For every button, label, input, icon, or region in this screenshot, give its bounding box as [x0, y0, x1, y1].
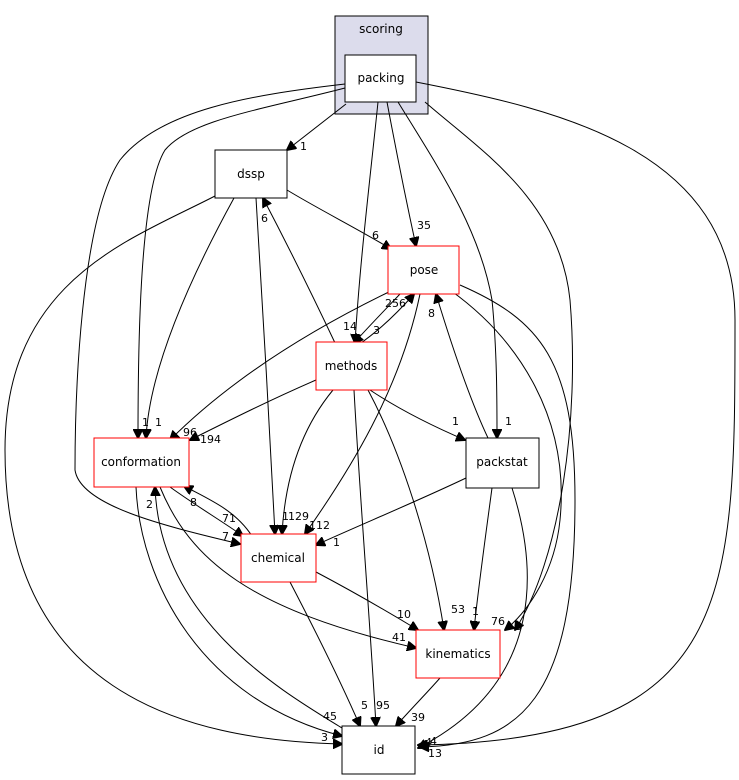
cluster-label: scoring [359, 22, 403, 36]
edge-packing-conformation[interactable] [138, 87, 346, 438]
node-packstat[interactable]: packstat [465, 437, 540, 489]
node-pose[interactable]: pose [387, 245, 460, 295]
label-conformation-kinematics: 41 [392, 631, 406, 644]
edge-chemical-id[interactable] [289, 581, 360, 726]
node-label-id: id [374, 743, 385, 757]
label-dssp-chemical: 1 [282, 510, 289, 523]
edge-kinematics-id[interactable] [396, 677, 441, 726]
edge-conformation-chemical[interactable] [169, 486, 243, 536]
edge-id-conformation[interactable] [155, 487, 343, 729]
label-packing-dssp: 1 [300, 140, 307, 153]
node-id[interactable]: id [341, 725, 416, 775]
edge-pose-kinematics[interactable] [449, 289, 562, 630]
node-label-chemical: chemical [251, 551, 305, 565]
label-kinematics-id: 39 [411, 711, 425, 724]
label-packstat-id: 4 [425, 736, 432, 749]
label-pose-kinematics: 76 [491, 615, 505, 628]
label-methods-id: 95 [376, 699, 390, 712]
edge-methods-chemical[interactable] [282, 389, 334, 534]
edge-dssp-id[interactable] [4, 195, 342, 744]
edge-labels: 1 35 1 14 1 7 3 13 6 1 1 3 6 3 256 194 1… [142, 140, 522, 760]
edge-methods-packstat[interactable] [369, 389, 465, 440]
label-dssp-pose: 6 [372, 229, 379, 242]
label-chemical-kinematics: 10 [397, 608, 411, 621]
edge-conformation-id[interactable] [135, 486, 342, 736]
edge-chemical-kinematics[interactable] [315, 571, 418, 630]
label-packing-conformation: 1 [142, 416, 149, 429]
edge-packstat-kinematics[interactable] [474, 487, 493, 630]
node-kinematics[interactable]: kinematics [415, 629, 501, 679]
edge-methods-dssp[interactable] [263, 198, 337, 346]
nodes: packing dssp pose methods conformation p… [93, 54, 540, 775]
node-label-dssp: dssp [237, 167, 265, 181]
label-packstat-pose: 8 [428, 307, 435, 320]
edge-packstat-id[interactable] [418, 487, 528, 748]
label-pose-conformation: 96 [183, 426, 197, 439]
edge-methods-kinematics[interactable] [367, 389, 444, 630]
edge-chemical-conformation[interactable] [184, 486, 253, 537]
label-packing-chemical: 7 [222, 530, 229, 543]
label-packing-methods: 14 [343, 320, 357, 333]
label-chemical-conformation: 8 [190, 496, 197, 509]
label-methods-conformation: 194 [200, 433, 221, 446]
edge-conformation-kinematics[interactable] [159, 486, 416, 648]
label-chemical-id: 5 [361, 699, 368, 712]
label-pose-methods: 3 [373, 324, 380, 337]
label-conformation-chemical: 71 [222, 512, 236, 525]
node-label-packing: packing [357, 71, 404, 85]
edge-methods-conformation[interactable] [190, 379, 317, 440]
edge-pose-chemical[interactable] [305, 293, 421, 534]
label-packing-packstat: 1 [505, 415, 512, 428]
label-methods-chemical: 129 [288, 510, 309, 523]
node-methods[interactable]: methods [315, 341, 388, 391]
label-pose-id: 4 [430, 735, 437, 748]
node-packing[interactable]: packing [344, 54, 417, 103]
label-packstat-kinematics: 1 [472, 605, 479, 618]
node-label-packstat: packstat [476, 455, 528, 469]
label-packing-pose: 35 [417, 219, 431, 232]
label-conformation-id: 45 [323, 710, 337, 723]
label-packing-kinematics: 3 [515, 620, 522, 633]
edge-packing-dssp[interactable] [287, 103, 347, 150]
label-dssp-conformation: 1 [155, 416, 162, 429]
edge-dssp-chemical[interactable] [255, 197, 275, 534]
node-chemical[interactable]: chemical [240, 533, 317, 583]
edges [4, 81, 736, 748]
label-packstat-chemical: 1 [333, 536, 340, 549]
label-methods-pose: 256 [385, 297, 406, 310]
node-label-methods: methods [325, 359, 378, 373]
node-dssp[interactable]: dssp [214, 149, 288, 199]
node-conformation[interactable]: conformation [93, 437, 190, 488]
edge-pose-methods[interactable] [354, 293, 401, 343]
edge-packstat-chemical[interactable] [316, 477, 467, 545]
label-methods-packstat: 1 [452, 415, 459, 428]
label-pose-chemical: 112 [309, 519, 330, 532]
edge-methods-id[interactable] [353, 389, 376, 726]
edge-dssp-conformation[interactable] [146, 197, 235, 438]
edge-packstat-pose[interactable] [436, 294, 489, 439]
edge-dssp-pose[interactable] [286, 189, 391, 249]
edge-packing-packstat[interactable] [397, 101, 497, 438]
edge-pose-conformation[interactable] [170, 289, 394, 440]
edge-packing-chemical[interactable] [74, 83, 346, 544]
edge-packing-pose[interactable] [386, 101, 416, 246]
edge-packing-id[interactable] [415, 81, 736, 745]
label-packing-id: 13 [428, 747, 442, 760]
edge-pose-id[interactable] [420, 284, 576, 747]
edge-methods-pose[interactable] [357, 294, 414, 346]
node-label-kinematics: kinematics [425, 647, 490, 661]
node-label-pose: pose [410, 263, 439, 277]
edge-packing-methods[interactable] [355, 101, 379, 343]
node-label-conformation: conformation [101, 455, 181, 469]
label-dssp-id: 3 [321, 731, 328, 744]
label-methods-dssp: 6 [261, 212, 268, 225]
label-id-conformation: 2 [146, 498, 153, 511]
label-methods-kinematics: 53 [451, 603, 465, 616]
edge-packing-kinematics[interactable] [424, 101, 574, 630]
